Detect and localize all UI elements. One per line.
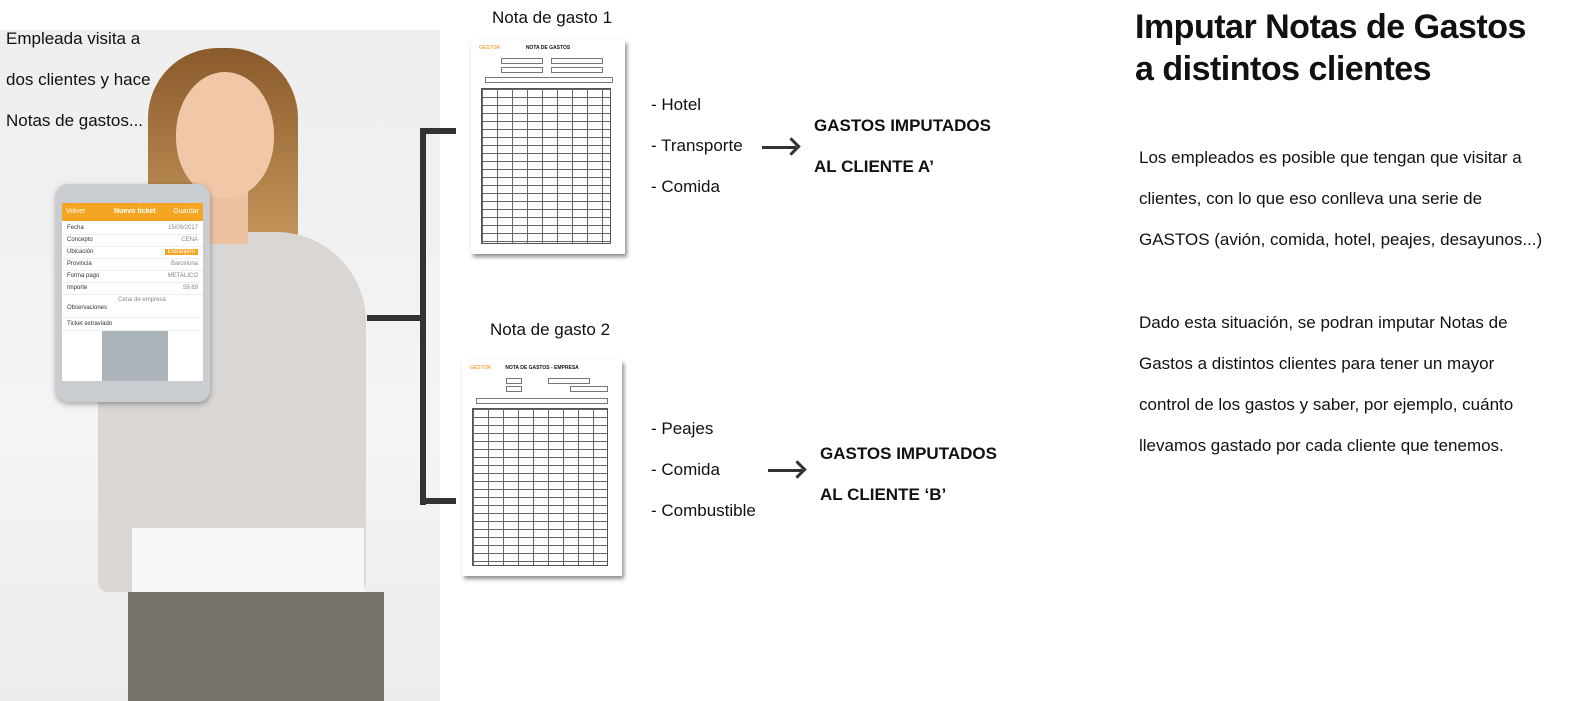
paragraph-1: Los empleados es posible que tengan que … xyxy=(1139,137,1579,260)
save-link[interactable]: Guardar xyxy=(173,208,199,215)
form-key: Observaciones xyxy=(67,305,108,311)
arrow-icon xyxy=(768,469,802,472)
intro-text: Empleada visita a dos clientes y hace No… xyxy=(6,18,176,141)
result-line: GASTOS IMPUTADOS xyxy=(814,116,991,135)
form-row-ubicacion[interactable]: Ubicación Extranjero xyxy=(62,247,203,259)
form-value: 15/09/2017 xyxy=(167,225,198,231)
person-pants xyxy=(128,592,384,701)
form-row-ticket-extraviado[interactable]: Ticket extraviado xyxy=(62,319,203,331)
form-key: Concepto xyxy=(67,237,93,243)
intro-line: dos clientes y hace xyxy=(6,70,151,89)
form-row-importe[interactable]: Importe 59,69 xyxy=(62,283,203,295)
paragraph-line: GASTOS (avión, comida, hotel, peajes, de… xyxy=(1139,230,1543,249)
form-value: 59,69 xyxy=(182,285,198,291)
form-key: Provincia xyxy=(67,261,92,267)
tablet-title: Nuevo ticket xyxy=(114,208,156,215)
expense-item: - Comida xyxy=(651,460,720,479)
bracket-middle xyxy=(367,315,425,321)
note1-label: Nota de gasto 1 xyxy=(492,8,613,27)
expense-item: - Hotel xyxy=(651,95,702,114)
doc-field xyxy=(570,386,608,392)
person-face xyxy=(176,72,274,198)
doc-title: NOTA DE GASTOS xyxy=(525,45,571,51)
form-key: Forma pago xyxy=(67,273,100,279)
form-value: Extranjero xyxy=(164,249,198,255)
result-line: AL CLIENTE A’ xyxy=(814,157,934,176)
doc-field xyxy=(485,77,613,83)
bracket-top xyxy=(420,128,456,134)
title-line: Imputar Notas de Gastos xyxy=(1135,8,1526,46)
form-row-forma-pago[interactable]: Forma pago METALICO xyxy=(62,271,203,283)
form-row-observaciones[interactable]: Observaciones Cena de empresa xyxy=(62,295,203,318)
doc-title: NOTA DE GASTOS - EMPRESA xyxy=(505,365,579,371)
doc-brand: GESTOR xyxy=(470,365,492,371)
back-link[interactable]: Volver xyxy=(66,208,86,215)
paragraph-line: control de los gastos y saber, por ejemp… xyxy=(1139,395,1514,414)
receipt-photo xyxy=(102,331,168,381)
doc-brand: GESTOR xyxy=(479,45,501,51)
expense-item: - Transporte xyxy=(651,136,743,155)
form-key: Ubicación xyxy=(67,249,94,255)
tablet-header: Volver Nuevo ticket Guardar xyxy=(62,203,203,221)
title-line: a distintos clientes xyxy=(1135,50,1432,88)
note2-result: GASTOS IMPUTADOS AL CLIENTE ‘B’ xyxy=(820,433,997,515)
form-row-provincia[interactable]: Provincia Barcelona xyxy=(62,259,203,271)
doc-table xyxy=(472,408,608,566)
result-line: AL CLIENTE ‘B’ xyxy=(820,485,947,504)
arrow-icon xyxy=(762,146,796,149)
form-key: Ticket extraviado xyxy=(67,321,113,327)
page-title: Imputar Notas de Gastos a distintos clie… xyxy=(1135,6,1526,90)
form-key: Importe xyxy=(67,285,88,291)
note1-document: GESTOR NOTA DE GASTOS xyxy=(471,40,625,254)
intro-line: Empleada visita a xyxy=(6,29,141,48)
expense-item: - Peajes xyxy=(651,419,714,438)
form-value: METALICO xyxy=(167,273,198,279)
paragraph-2: Dado esta situación, se podran imputar N… xyxy=(1139,302,1579,466)
form-row-concepto[interactable]: Concepto CENA xyxy=(62,235,203,247)
paragraph-line: Gastos a distintos clientes para tener u… xyxy=(1139,354,1495,373)
doc-field xyxy=(501,67,543,73)
note1-result: GASTOS IMPUTADOS AL CLIENTE A’ xyxy=(814,105,991,187)
form-key: Fecha xyxy=(67,225,84,231)
note2-items: - Peajes - Comida - Combustible xyxy=(651,408,756,531)
bracket-bottom xyxy=(420,498,456,504)
expense-item: - Combustible xyxy=(651,501,756,520)
paragraph-line: llevamos gastado por cada cliente que te… xyxy=(1139,436,1504,455)
form-value: Barcelona xyxy=(170,261,198,267)
doc-field xyxy=(551,67,603,73)
doc-field xyxy=(506,378,522,384)
doc-field xyxy=(548,378,590,384)
expense-item: - Comida xyxy=(651,177,720,196)
form-value: Cena de empresa xyxy=(118,297,166,303)
note1-items: - Hotel - Transporte - Comida xyxy=(651,84,743,207)
result-line: GASTOS IMPUTADOS xyxy=(820,444,997,463)
paragraph-line: Los empleados es posible que tengan que … xyxy=(1139,148,1522,167)
note2-document: GESTOR NOTA DE GASTOS - EMPRESA xyxy=(462,360,622,576)
form-value: CENA xyxy=(181,237,198,243)
doc-field xyxy=(501,58,543,64)
paragraph-line: clientes, con lo que eso conlleva una se… xyxy=(1139,189,1483,208)
doc-table xyxy=(481,88,611,244)
doc-field xyxy=(506,386,522,392)
form-row-fecha[interactable]: Fecha 15/09/2017 xyxy=(62,223,203,235)
doc-field xyxy=(551,58,603,64)
tablet-screen: Volver Nuevo ticket Guardar Fecha 15/09/2… xyxy=(62,203,203,381)
paragraph-line: Dado esta situación, se podran imputar N… xyxy=(1139,313,1508,332)
doc-field xyxy=(476,398,608,404)
note2-label: Nota de gasto 2 xyxy=(490,320,611,339)
intro-line: Notas de gastos... xyxy=(6,111,144,130)
